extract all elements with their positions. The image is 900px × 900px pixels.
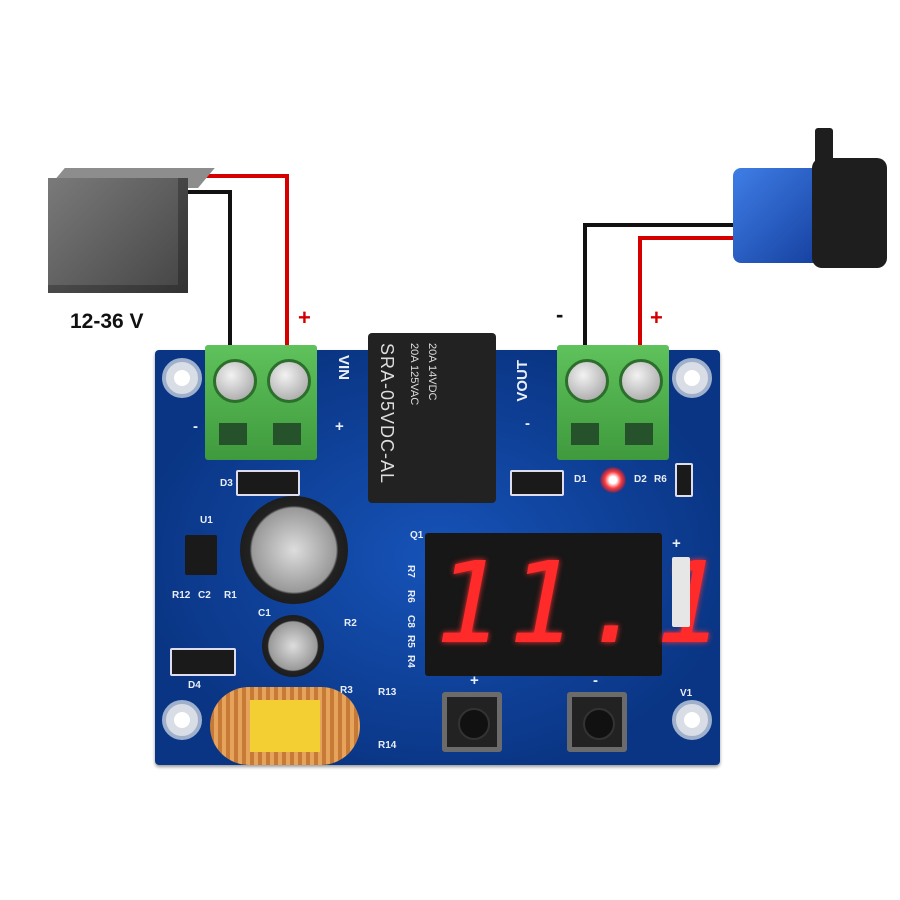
input-negative-wire [175,190,232,350]
pump-intake [812,158,887,268]
mount-hole [672,358,712,398]
label-r2: R2 [344,618,357,629]
vout-label: VOUT [514,360,531,402]
label-r1: R1 [224,590,237,601]
label-c1: C1 [258,608,271,619]
wire-slot [625,423,653,445]
label-r3: R3 [340,685,353,696]
label-r14: R14 [378,740,397,751]
mount-hole [162,358,202,398]
label-d1: D1 [574,474,587,485]
screw-icon[interactable] [619,359,663,403]
label-d3: D3 [220,478,233,489]
pin-header [672,557,690,627]
label-q1: Q1 [410,530,424,541]
vin-positive-label: + [335,418,344,435]
chip-u1 [185,535,217,575]
output-positive-sign: + [650,305,663,330]
label-c2: C2 [198,590,211,601]
mount-hole [162,700,202,740]
input-positive-wire [190,174,289,350]
screw-icon[interactable] [213,359,257,403]
output-positive-wire [638,236,735,350]
battery-voltage-label: 12-36 V [70,310,144,333]
plus-button-label: + [470,672,479,689]
increase-button[interactable] [442,692,502,752]
wire-slot [219,423,247,445]
label-r4: R4 [405,655,416,668]
diode-d3 [236,470,300,496]
label-r7: R7 [405,565,416,578]
vout-negative-label: - [525,415,530,432]
diode-d1 [510,470,564,496]
label-d2: D2 [634,474,647,485]
relay-rating-1: 20A 14VDC [426,343,438,401]
label-c8: C8 [405,615,416,628]
label-r6: R6 [654,474,667,485]
wire-slot [571,423,599,445]
status-led [600,467,626,493]
decrease-button[interactable] [567,692,627,752]
label-r12: R12 [172,590,191,601]
capacitor-c1 [262,615,324,677]
screw-icon[interactable] [267,359,311,403]
voltage-display: 11.1 [425,533,723,676]
label-r6b: R6 [405,590,416,603]
diode-d4 [170,648,236,676]
header-plus-label: + [672,535,681,552]
label-d4: D4 [188,680,201,691]
input-terminal-block[interactable] [205,345,317,460]
minus-button-label: - [593,672,598,689]
resistor-r6 [675,463,693,497]
label-u1: U1 [200,515,213,526]
output-terminal-block[interactable] [557,345,669,460]
inductor-core [250,700,320,752]
relay-model: SRA-05VDC-AL [377,343,397,485]
label-r13: R13 [378,687,397,698]
vin-negative-label: - [193,418,198,435]
output-negative-wire [583,223,735,350]
wire-slot [273,423,301,445]
input-positive-sign: + [298,305,311,330]
screw-icon[interactable] [565,359,609,403]
vin-label: VIN [335,355,352,381]
label-v1: V1 [680,688,693,699]
output-negative-sign: - [556,302,564,327]
mount-hole [672,700,712,740]
label-r5: R5 [405,635,416,648]
battery [48,178,188,293]
pump-outlet [815,128,833,164]
relay: SRA-05VDC-AL 20A 14VDC 20A 125VAC [368,333,496,503]
capacitor-large [240,496,348,604]
relay-rating-2: 20A 125VAC [408,343,420,406]
